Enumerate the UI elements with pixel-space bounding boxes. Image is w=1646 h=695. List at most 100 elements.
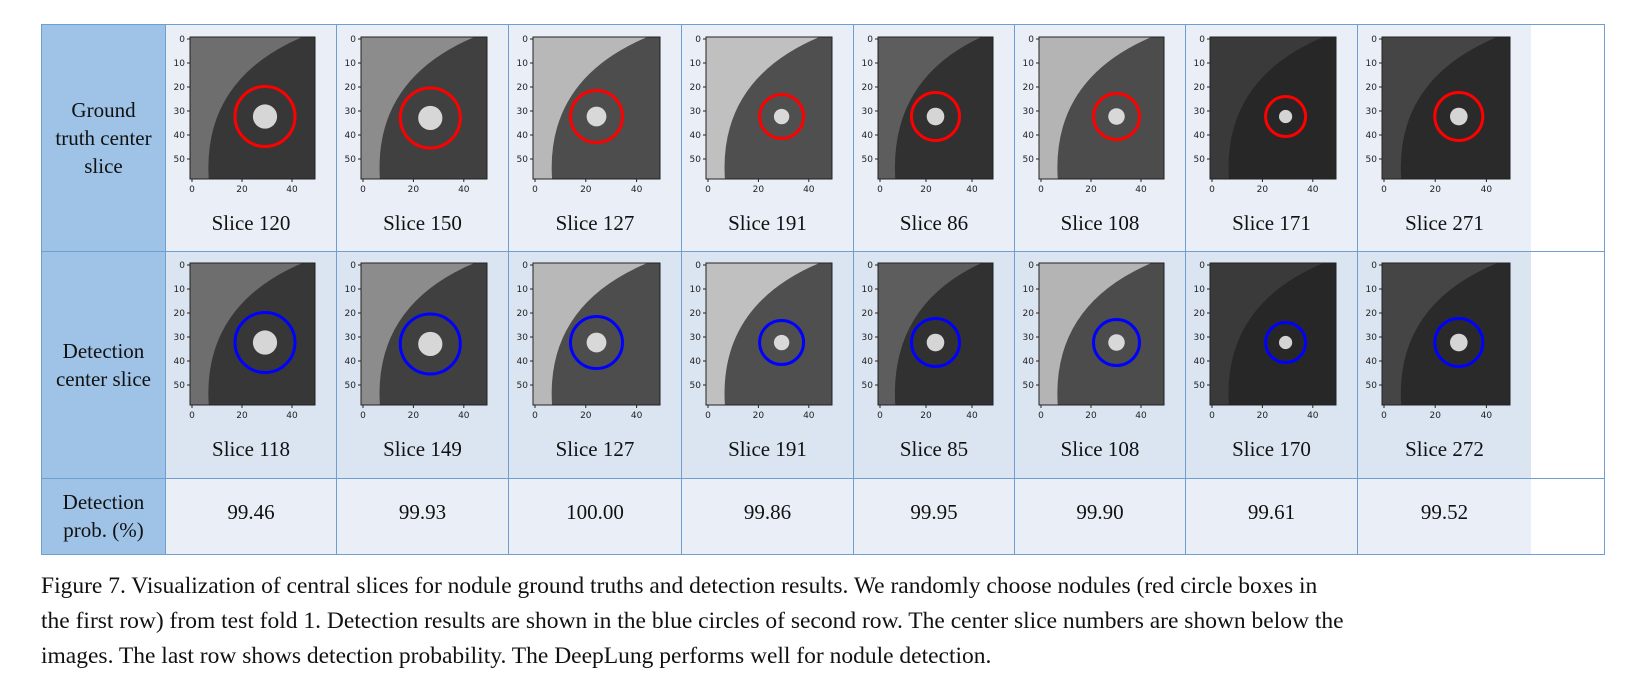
y-tick-label: 20 — [1366, 83, 1378, 93]
x-tick-label: 40 — [458, 411, 470, 421]
y-tick-label: 10 — [1023, 285, 1035, 295]
row-label-line: truth center — [55, 126, 152, 150]
slice-number-label: Slice 118 — [212, 437, 290, 461]
x-tick-label: 0 — [1038, 185, 1044, 195]
x-tick-label: 40 — [1135, 185, 1147, 195]
y-tick-label: 10 — [690, 59, 702, 69]
x-tick-label: 40 — [1135, 411, 1147, 421]
y-tick-label: 40 — [1023, 357, 1035, 367]
detection-probability: 99.93 — [398, 500, 447, 524]
x-tick-label: 40 — [1307, 411, 1319, 421]
y-tick-label: 20 — [1023, 309, 1035, 319]
x-tick-label: 0 — [532, 411, 538, 421]
y-tick-label: 30 — [862, 333, 874, 343]
y-tick-label: 10 — [174, 285, 186, 295]
x-tick-label: 20 — [920, 185, 932, 195]
y-tick-label: 30 — [1366, 333, 1378, 343]
ground-truth-circle — [910, 91, 961, 143]
slice-number-label: Slice 170 — [1232, 437, 1311, 461]
detection-circle — [1433, 317, 1485, 369]
y-tick-label: 40 — [345, 131, 357, 141]
x-tick-label: 0 — [360, 185, 366, 195]
y-tick-label: 50 — [862, 381, 874, 391]
y-tick-label: 40 — [1023, 131, 1035, 141]
y-tick-label: 0 — [1199, 35, 1205, 45]
slice-number-label: Slice 120 — [211, 211, 291, 235]
nodule — [418, 105, 443, 131]
y-tick-label: 0 — [867, 261, 873, 271]
detection-circle — [569, 315, 624, 371]
y-tick-label: 10 — [345, 59, 357, 69]
x-tick-label: 40 — [458, 185, 470, 195]
y-tick-label: 50 — [1194, 381, 1206, 391]
y-tick-label: 30 — [862, 107, 874, 117]
y-tick-label: 30 — [174, 333, 186, 343]
y-tick-label: 40 — [862, 131, 874, 141]
y-tick-label: 10 — [517, 59, 529, 69]
nodule — [586, 106, 607, 127]
y-tick-label: 0 — [1371, 261, 1377, 271]
x-tick-label: 40 — [286, 411, 298, 421]
y-tick-label: 0 — [522, 35, 528, 45]
row-label-ground-truth: Ground truth center slice — [42, 25, 165, 251]
y-tick-label: 50 — [1366, 381, 1378, 391]
detection-probability: 99.86 — [743, 500, 792, 524]
y-tick-label: 10 — [1366, 285, 1378, 295]
lung-region — [894, 37, 993, 179]
y-tick-label: 0 — [1199, 261, 1205, 271]
nodule — [586, 332, 607, 353]
y-tick-label: 50 — [1023, 381, 1035, 391]
y-tick-label: 40 — [862, 357, 874, 367]
slice-number-label: Slice 271 — [1405, 211, 1484, 235]
x-tick-label: 40 — [631, 411, 643, 421]
lung-region — [1400, 263, 1510, 405]
y-tick-label: 50 — [345, 381, 357, 391]
lung-region — [724, 263, 832, 405]
y-tick-label: 10 — [690, 285, 702, 295]
y-tick-label: 30 — [1023, 333, 1035, 343]
y-tick-label: 10 — [1023, 59, 1035, 69]
y-tick-label: 0 — [695, 35, 701, 45]
row-divider — [42, 478, 1604, 479]
nodule — [926, 107, 945, 126]
y-tick-label: 40 — [517, 357, 529, 367]
y-tick-label: 0 — [350, 35, 356, 45]
slice-number-label: Slice 85 — [899, 437, 969, 461]
nodule — [252, 104, 278, 129]
y-tick-label: 50 — [690, 381, 702, 391]
y-tick-label: 0 — [867, 35, 873, 45]
nodule — [1450, 333, 1468, 352]
y-tick-label: 20 — [1194, 309, 1206, 319]
y-tick-label: 30 — [690, 107, 702, 117]
x-tick-label: 20 — [580, 411, 592, 421]
y-tick-label: 20 — [517, 309, 529, 319]
lung-region — [894, 263, 993, 405]
detection-circle — [910, 317, 961, 369]
y-tick-label: 20 — [690, 309, 702, 319]
y-tick-label: 30 — [517, 333, 529, 343]
y-tick-label: 20 — [690, 83, 702, 93]
slice-number-label: Slice 127 — [555, 211, 635, 235]
x-tick-label: 0 — [532, 185, 538, 195]
probability-cell: 99.61 — [1185, 478, 1357, 554]
y-tick-label: 50 — [1366, 155, 1378, 165]
y-tick-label: 40 — [1366, 357, 1378, 367]
x-tick-label: 0 — [189, 185, 195, 195]
y-tick-label: 40 — [174, 357, 186, 367]
detection-probability: 99.90 — [1076, 500, 1124, 524]
x-tick-label: 0 — [1038, 411, 1044, 421]
x-tick-label: 40 — [966, 411, 978, 421]
x-tick-label: 40 — [631, 185, 643, 195]
row-label-line: Detection — [62, 338, 145, 363]
y-tick-label: 30 — [690, 333, 702, 343]
ground-truth-circle — [569, 89, 624, 145]
x-tick-label: 0 — [189, 411, 195, 421]
slice-number-label: Slice 171 — [1232, 211, 1311, 235]
